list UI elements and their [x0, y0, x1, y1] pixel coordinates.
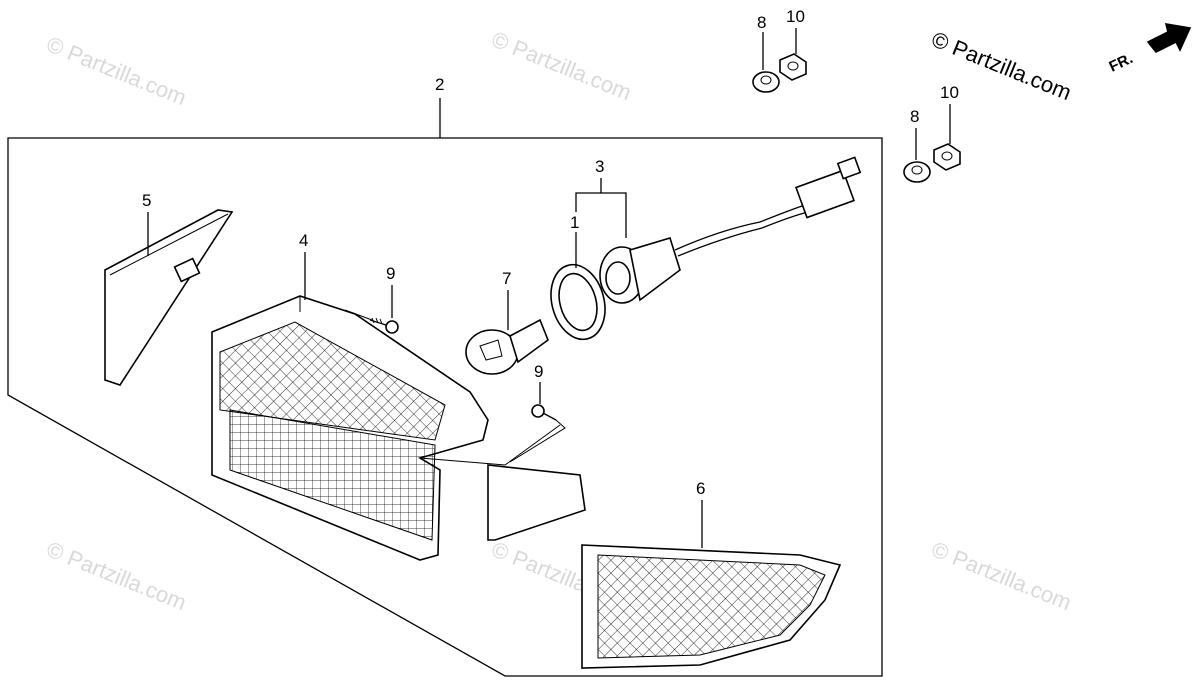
- screw-upper: [369, 317, 399, 334]
- callout-9-lower: 9: [534, 362, 543, 381]
- callout-5: 5: [142, 191, 151, 210]
- callout-8-upper: 8: [757, 13, 766, 32]
- watermark: © Partzilla.com: [488, 26, 635, 105]
- callout-6: 6: [696, 479, 705, 498]
- watermark: © Partzilla.com: [43, 31, 190, 110]
- callout-1: 1: [570, 213, 579, 232]
- front-direction-arrow: FR.: [1107, 23, 1192, 76]
- socket-gasket: [550, 263, 606, 341]
- screw-lower: [531, 404, 557, 421]
- watermark: © Partzilla.com: [928, 536, 1075, 615]
- nut-upper: [779, 53, 807, 81]
- grommet-upper: [752, 71, 780, 93]
- bulb: [465, 318, 549, 375]
- callout-4: 4: [299, 231, 308, 250]
- bulb-socket-harness: [599, 156, 862, 304]
- callout-10-lower: 10: [940, 83, 959, 102]
- front-arrow-label: FR.: [1107, 50, 1136, 76]
- side-lens-right: [581, 544, 842, 669]
- watermark: © Partzilla.com: [43, 536, 190, 615]
- callout-10-upper: 10: [786, 7, 805, 26]
- tail-lamp-housing: [211, 295, 586, 561]
- callout-2: 2: [435, 75, 444, 94]
- callout-8-lower: 8: [910, 107, 919, 126]
- callout-3: 3: [595, 157, 604, 176]
- side-lens-left: [104, 209, 234, 386]
- assembly-outline: [7, 137, 883, 677]
- callout-9-upper: 9: [386, 264, 395, 283]
- nut-lower: [933, 143, 961, 171]
- grommet-lower: [903, 161, 931, 183]
- callout-7: 7: [502, 269, 511, 288]
